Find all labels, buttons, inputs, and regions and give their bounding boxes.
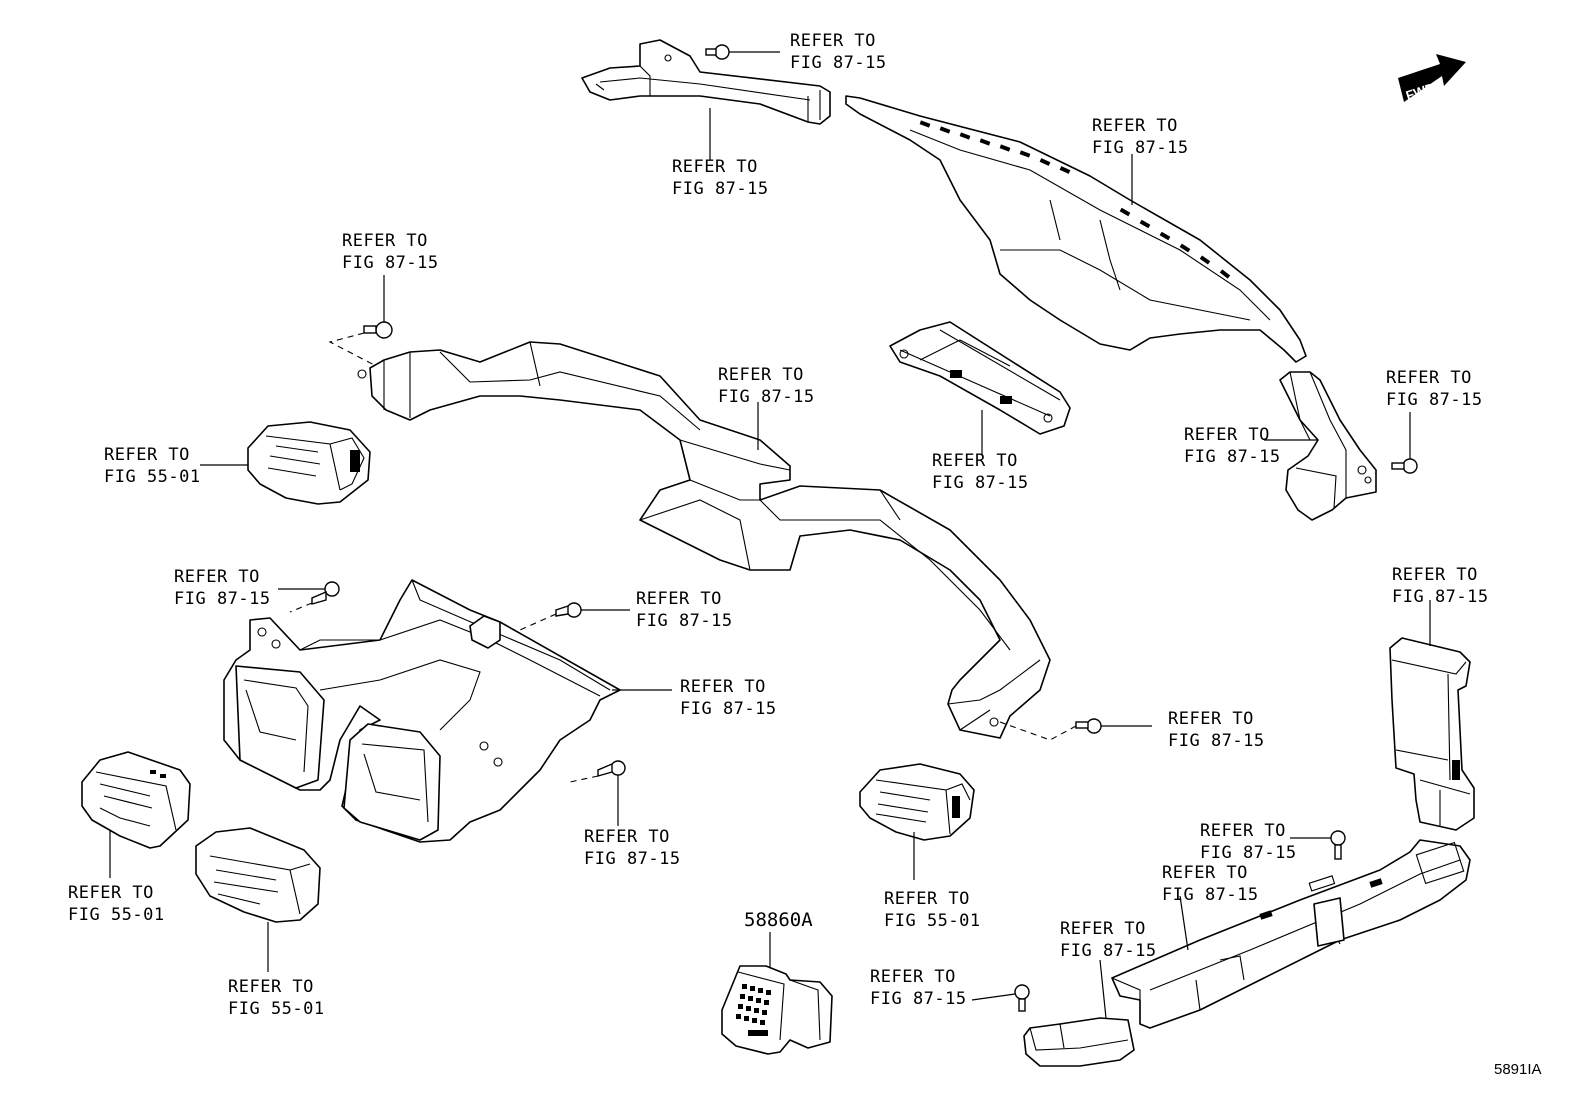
fig-ref: FIG 55-01 (68, 905, 165, 925)
fig-ref: FIG 87-15 (1392, 587, 1489, 607)
refer-to-text: REFER TO (884, 889, 970, 909)
center-vent[interactable] (859, 763, 975, 841)
left-bolt[interactable] (328, 275, 393, 369)
lower-right-duct[interactable] (1111, 839, 1471, 1029)
refer-to-text: REFER TO (584, 827, 670, 847)
figure-id: 5891IA (1494, 1061, 1542, 1078)
center-right-bolt[interactable] (999, 718, 1152, 741)
label-part-number: 58860A (744, 909, 813, 931)
fig-ref: FIG 87-15 (342, 253, 439, 273)
label-lower-screw: REFER TO FIG 87-15 (584, 827, 681, 869)
fig-ref: FIG 87-15 (1200, 843, 1297, 863)
fwd-arrow-icon: FWD (1398, 54, 1466, 103)
label-right-small-duct: REFER TO FIG 87-15 (1184, 425, 1281, 467)
label-right-upper-duct: REFER TO FIG 87-15 (1092, 116, 1189, 158)
vent-grid (736, 984, 771, 1036)
label-bottom-piece: REFER TO FIG 87-15 (1060, 919, 1157, 961)
lower-screw[interactable] (569, 760, 626, 826)
lower-duct[interactable] (223, 579, 621, 843)
refer-to-text: REFER TO (342, 231, 428, 251)
label-left-bolt: REFER TO FIG 87-15 (342, 231, 439, 273)
fig-ref: FIG 87-15 (1168, 731, 1265, 751)
fig-ref: FIG 87-15 (1184, 447, 1281, 467)
fig-ref: FIG 87-15 (718, 387, 815, 407)
label-top-bolt: REFER TO FIG 87-15 (790, 31, 887, 73)
label-far-right-duct: REFER TO FIG 87-15 (1392, 565, 1489, 607)
refer-to-text: REFER TO (932, 451, 1018, 471)
label-center-vent: REFER TO FIG 55-01 (884, 889, 981, 931)
lower-right-clip[interactable] (1290, 830, 1346, 860)
refer-to-text: REFER TO (104, 445, 190, 465)
refer-to-text: REFER TO (1168, 709, 1254, 729)
label-bottom-left-vent-b: REFER TO FIG 55-01 (228, 977, 325, 1019)
fig-ref: FIG 87-15 (680, 699, 777, 719)
fig-ref: FIG 87-15 (932, 473, 1029, 493)
label-left-screw: REFER TO FIG 87-15 (174, 567, 271, 609)
fig-ref: FIG 55-01 (104, 467, 201, 487)
far-right-duct[interactable] (1389, 637, 1475, 831)
fig-ref: FIG 87-15 (1092, 138, 1189, 158)
refer-to-text: REFER TO (718, 365, 804, 385)
fig-ref: FIG 87-15 (1060, 941, 1157, 961)
fig-ref: FIG 87-15 (584, 849, 681, 869)
refer-to-text: REFER TO (1162, 863, 1248, 883)
left-screw[interactable] (278, 581, 340, 613)
refer-to-text: REFER TO (174, 567, 260, 587)
label-left-vent: REFER TO FIG 55-01 (104, 445, 201, 487)
refer-to-text: REFER TO (1184, 425, 1270, 445)
label-lower-right-clip: REFER TO FIG 87-15 (1200, 821, 1297, 863)
refer-to-text: REFER TO (1060, 919, 1146, 939)
label-bottom-clip: REFER TO FIG 87-15 (870, 967, 967, 1009)
label-lower-duct: REFER TO FIG 87-15 (680, 677, 777, 719)
bottom-clip[interactable] (971, 984, 1030, 1012)
label-center-right-bolt: REFER TO FIG 87-15 (1168, 709, 1265, 751)
fig-ref: FIG 55-01 (228, 999, 325, 1019)
refer-to-text: REFER TO (1392, 565, 1478, 585)
right-upper-duct[interactable] (845, 95, 1307, 363)
fig-ref: FIG 87-15 (1162, 885, 1259, 905)
label-right-bolt: REFER TO FIG 87-15 (1386, 368, 1483, 410)
fig-ref: FIG 87-15 (636, 611, 733, 631)
refer-to-text: REFER TO (790, 31, 876, 51)
label-mid-screw: REFER TO FIG 87-15 (636, 589, 733, 631)
center-panel[interactable] (889, 321, 1071, 435)
refer-to-text: REFER TO (68, 883, 154, 903)
label-top-duct: REFER TO FIG 87-15 (672, 157, 769, 199)
fig-ref: FIG 87-15 (174, 589, 271, 609)
refer-to-text: REFER TO (1200, 821, 1286, 841)
refer-to-text: REFER TO (636, 589, 722, 609)
label-lower-right-duct: REFER TO FIG 87-15 (1162, 863, 1259, 905)
fig-ref: FIG 87-15 (1386, 390, 1483, 410)
bottom-piece[interactable] (1023, 1017, 1135, 1067)
center-duct[interactable] (357, 341, 1051, 739)
top-duct[interactable] (581, 39, 831, 125)
right-bolt[interactable] (1391, 412, 1418, 474)
fig-ref: FIG 87-15 (672, 179, 769, 199)
bottom-left-vent-a[interactable] (81, 751, 191, 849)
fig-ref: FIG 87-15 (870, 989, 967, 1009)
fig-ref: FIG 87-15 (790, 53, 887, 73)
refer-to-text: REFER TO (1092, 116, 1178, 136)
top-bolt[interactable] (705, 44, 780, 60)
label-center-panel: REFER TO FIG 87-15 (932, 451, 1029, 493)
fig-ref: FIG 55-01 (884, 911, 981, 931)
part-58860a[interactable] (721, 932, 833, 1055)
part-number: 58860A (744, 909, 813, 931)
duct-ribs (919, 120, 1231, 279)
left-vent[interactable] (247, 421, 371, 505)
refer-to-text: REFER TO (672, 157, 758, 177)
label-center-duct: REFER TO FIG 87-15 (718, 365, 815, 407)
refer-to-text: REFER TO (1386, 368, 1472, 388)
refer-to-text: REFER TO (680, 677, 766, 697)
mid-screw[interactable] (489, 602, 630, 641)
refer-to-text: REFER TO (228, 977, 314, 997)
label-bottom-left-vent-a: REFER TO FIG 55-01 (68, 883, 165, 925)
right-small-duct[interactable] (1279, 371, 1377, 521)
bottom-left-vent-b[interactable] (195, 827, 321, 923)
refer-to-text: REFER TO (870, 967, 956, 987)
